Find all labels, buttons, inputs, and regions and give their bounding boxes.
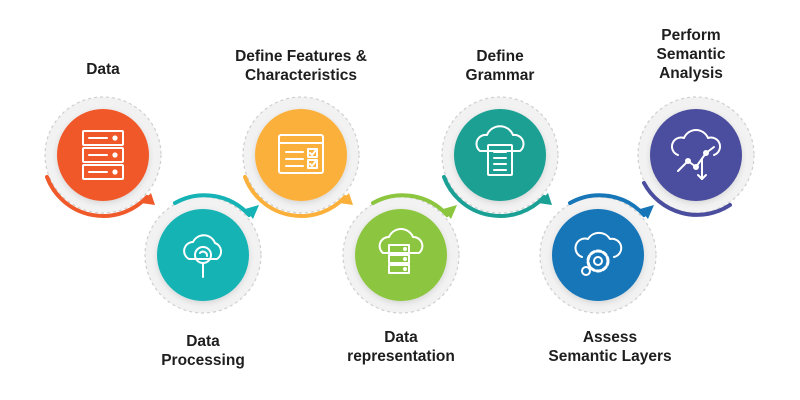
step-7-label: Perform Semantic Analysis: [656, 27, 726, 82]
step-1-arc: [45, 175, 149, 218]
cloud-document-icon: [475, 125, 525, 176]
step-5-circle: [454, 109, 546, 201]
cloud-search-icon: [183, 234, 222, 278]
step-6-circle: [552, 209, 644, 301]
step-3-label: Define Features & Characteristics: [235, 48, 367, 84]
cloud-gear-icon: [574, 232, 623, 276]
checklist-window-icon: [278, 134, 324, 174]
step-5-node: [441, 96, 559, 218]
step-2-circle: [157, 209, 249, 301]
step-1-label: Data: [86, 61, 120, 78]
step-6-label: Assess Semantic Layers: [548, 329, 672, 365]
server-rack-icon: [82, 130, 124, 180]
step-5-arc: [442, 175, 546, 218]
step-4-arrowhead: [443, 205, 457, 219]
step-5-label: Define Grammar: [465, 48, 535, 84]
step-4-arc: [371, 193, 449, 217]
step-3-circle: [255, 109, 347, 201]
step-4-node: [342, 193, 460, 314]
cloud-analytics-icon: [671, 129, 721, 180]
step-7-arc: [642, 181, 732, 217]
step-3-arrowhead: [339, 193, 353, 205]
step-7-node: [637, 96, 755, 217]
step-2-arc: [173, 193, 251, 217]
step-2-node: [144, 193, 262, 314]
step-2-arrowhead: [245, 205, 259, 219]
step-6-arrowhead: [640, 205, 654, 219]
step-5-arrowhead: [538, 193, 552, 205]
step-2-label: Data Processing: [161, 333, 245, 369]
step-4-label: Data representation: [347, 329, 455, 365]
step-6-node: [539, 193, 657, 314]
cloud-server-icon: [378, 228, 424, 274]
step-1-arrowhead: [141, 193, 155, 205]
step-3-node: [242, 96, 360, 218]
step-3-arc: [243, 175, 347, 218]
step-7-circle: [650, 109, 742, 201]
step-1-node: [44, 96, 162, 218]
step-6-arc: [568, 193, 646, 217]
